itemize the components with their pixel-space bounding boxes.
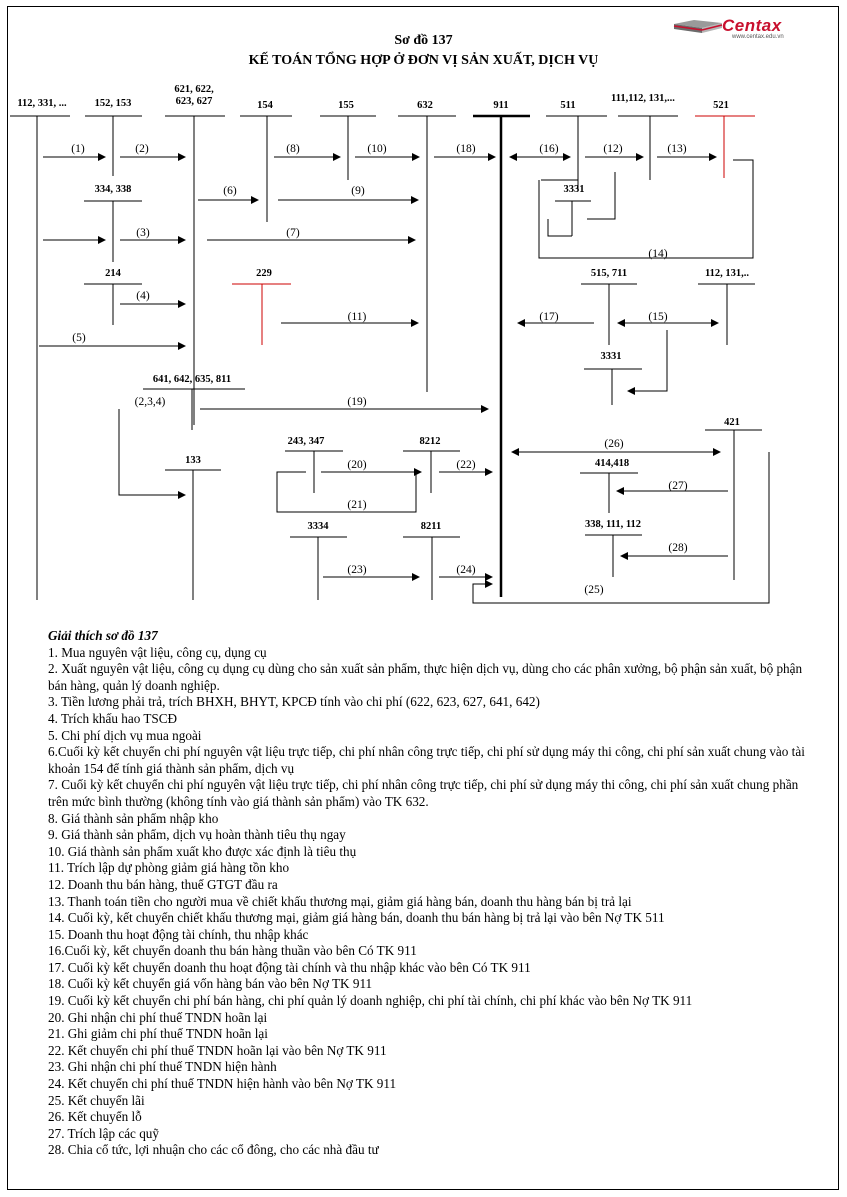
- account-label-8211: 8211: [421, 521, 441, 532]
- account-label-3334: 3334: [308, 521, 330, 532]
- diagram-title: KẾ TOÁN TỔNG HỢP Ở ĐƠN VỊ SẢN XUẤT, DỊCH…: [248, 53, 599, 68]
- legend-item: 6.Cuối kỳ kết chuyển chi phí nguyên vật …: [48, 744, 805, 776]
- legend-item: 5. Chi phí dịch vụ mua ngoài: [48, 727, 202, 743]
- account-label-521: 521: [713, 100, 729, 111]
- legend-item: 19. Cuối kỳ kết chuyển chi phí bán hàng,…: [48, 993, 693, 1009]
- account-label-155: 155: [338, 100, 354, 111]
- legend-item: 23. Ghi nhận chi phí thuế TNDN hiện hành: [48, 1059, 277, 1075]
- arrow-label-9: (9): [351, 185, 365, 197]
- logo-brand-text: Centax: [722, 16, 782, 35]
- account-label-621-line2: 623, 627: [176, 96, 213, 107]
- arrow-label-234: (2,3,4): [135, 396, 166, 408]
- arrow-label-11: (11): [348, 311, 367, 323]
- diagram-number: Sơ đồ 137: [394, 33, 453, 48]
- account-label-3331b: 3331: [601, 351, 622, 362]
- arrow-label-4: (4): [136, 290, 150, 302]
- legend-item: 26. Kết chuyển lỗ: [48, 1109, 142, 1125]
- legend-item: 16.Cuối kỳ, kết chuyển doanh thu bán hàn…: [48, 943, 417, 959]
- arrow-label-28: (28): [668, 542, 687, 554]
- logo-cube-icon: [673, 20, 723, 33]
- legend-item: 13. Thanh toán tiền cho người mua về chi…: [48, 893, 632, 909]
- account-label-112b: 112, 131,..: [705, 268, 749, 279]
- legend: Giải thích sơ đồ 137 1. Mua nguyên vật l…: [48, 628, 808, 1159]
- page-frame: [7, 6, 839, 1190]
- legend-title: Giải thích sơ đồ 137: [48, 628, 158, 643]
- account-label-3331a: 3331: [564, 184, 585, 195]
- arrow-label-7: (7): [286, 227, 300, 239]
- legend-item: 22. Kết chuyển chi phí thuế TNDN hoãn lạ…: [48, 1042, 387, 1058]
- account-label-112: 112, 331, ...: [17, 98, 67, 109]
- arrow-label-20: (20): [347, 459, 366, 471]
- account-label-152: 152, 153: [95, 98, 132, 109]
- arrow-label-16: (16): [539, 143, 558, 155]
- arrow-label-13: (13): [667, 143, 686, 155]
- legend-item: 14. Cuối kỳ, kết chuyển chiết khấu thươn…: [48, 910, 665, 926]
- account-label-243: 243, 347: [288, 436, 325, 447]
- arrow-label-26: (26): [604, 438, 623, 450]
- arrow-label-23: (23): [347, 564, 366, 576]
- account-label-641: 641, 642, 635, 811: [153, 374, 231, 385]
- arrow-label-5: (5): [72, 332, 86, 344]
- legend-item: 21. Ghi giảm chi phí thuế TNDN hoãn lại: [48, 1026, 268, 1042]
- account-label-8212: 8212: [420, 436, 441, 447]
- legend-items: 1. Mua nguyên vật liệu, công cụ, dụng cụ…: [48, 645, 808, 1159]
- arrow-label-22: (22): [456, 459, 475, 471]
- legend-item: 28. Chia cổ tức, lợi nhuận cho các cổ đô…: [48, 1142, 379, 1158]
- account-label-154: 154: [257, 100, 274, 111]
- legend-item: 18. Cuối kỳ kết chuyển giá vốn hàng bán …: [48, 976, 373, 992]
- legend-item: 15. Doanh thu hoạt động tài chính, thu n…: [48, 926, 309, 942]
- legend-item: 1. Mua nguyên vật liệu, công cụ, dụng cụ: [48, 644, 267, 660]
- account-label-511: 511: [560, 100, 575, 111]
- arrow-label-12: (12): [603, 143, 622, 155]
- arrow-label-25: (25): [584, 584, 603, 596]
- account-label-911: 911: [493, 100, 508, 111]
- centax-logo: Centax www.centax.edu.vn: [672, 16, 822, 46]
- legend-item: 20. Ghi nhận chi phí thuế TNDN hoãn lại: [48, 1009, 268, 1025]
- account-label-133: 133: [185, 455, 201, 466]
- arrow-label-6: (6): [223, 185, 237, 197]
- legend-item: 8. Giá thành sản phẩm nhập kho: [48, 810, 219, 826]
- arrow-label-19: (19): [347, 396, 366, 408]
- logo-website-text: www.centax.edu.vn: [732, 34, 784, 40]
- account-label-111: 111,112, 131,...: [611, 93, 675, 104]
- account-label-338: 338, 111, 112: [585, 519, 641, 530]
- account-label-229: 229: [256, 268, 272, 279]
- accounting-diagram: 112, 331, ... 152, 153 621, 622, 623, 62…: [10, 84, 770, 604]
- arrow-label-18: (18): [456, 143, 475, 155]
- arrow-label-24: (24): [456, 564, 475, 576]
- account-label-515: 515, 711: [591, 268, 627, 279]
- legend-item: 4. Trích khấu hao TSCĐ: [48, 710, 178, 726]
- arrow-label-1: (1): [71, 143, 85, 155]
- account-label-421: 421: [724, 417, 740, 428]
- arrow-label-15: (15): [648, 311, 667, 323]
- legend-item: 3. Tiền lương phải trả, trích BHXH, BHYT…: [48, 694, 540, 710]
- account-label-334: 334, 338: [95, 184, 132, 195]
- arrow-label-14: (14): [648, 248, 667, 260]
- arrow-label-3: (3): [136, 227, 150, 239]
- legend-item: 11. Trích lập dự phòng giảm giá hàng tồn…: [48, 860, 290, 876]
- arrow-label-10: (10): [367, 143, 386, 155]
- legend-item: 10. Giá thành sản phẩm xuất kho được xác…: [48, 843, 357, 859]
- arrow-label-21: (21): [347, 499, 366, 511]
- legend-item: 12. Doanh thu bán hàng, thuế GTGT đầu ra: [48, 876, 278, 892]
- legend-item: 2. Xuất nguyên vật liệu, công cụ dụng cụ…: [48, 661, 803, 693]
- legend-item: 7. Cuối kỳ kết chuyển chi phí nguyên vật…: [48, 777, 799, 809]
- arrow-label-8: (8): [286, 143, 300, 155]
- account-label-632: 632: [417, 100, 433, 111]
- account-label-621-line1: 621, 622,: [174, 84, 214, 95]
- arrow-label-2: (2): [135, 143, 149, 155]
- legend-item: 17. Cuối kỳ kết chuyển doanh thu hoạt độ…: [48, 959, 531, 975]
- legend-item: 27. Trích lập các quỹ: [48, 1125, 159, 1141]
- legend-item: 9. Giá thành sản phẩm, dịch vụ hoàn thàn…: [48, 827, 346, 843]
- legend-item: 24. Kết chuyển chi phí thuế TNDN hiện hà…: [48, 1076, 397, 1092]
- account-label-214: 214: [105, 268, 122, 279]
- arrow-label-17: (17): [539, 311, 558, 323]
- arrow-label-27: (27): [668, 480, 687, 492]
- legend-item: 25. Kết chuyển lãi: [48, 1092, 145, 1108]
- account-label-414: 414,418: [595, 458, 629, 469]
